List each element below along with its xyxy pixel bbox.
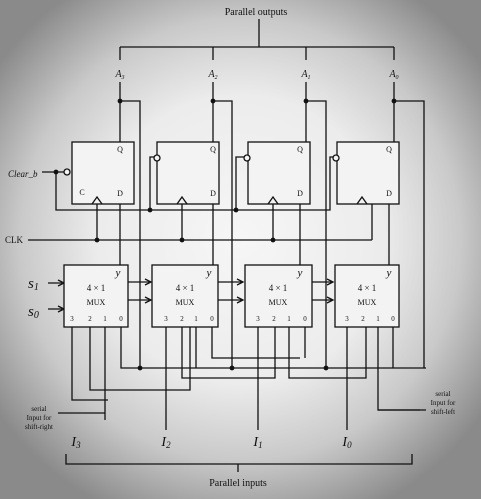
svg-text:1: 1 — [287, 315, 291, 323]
junction-dot — [323, 365, 329, 371]
ff3-c-label: C — [79, 188, 84, 197]
mux0-size-label: 4 × 1 — [358, 283, 377, 293]
output-a1-label: A1 — [300, 69, 310, 81]
flip-flop-1 — [247, 141, 311, 205]
clear-bubble — [243, 154, 251, 162]
svg-text:0: 0 — [391, 315, 395, 323]
select-wires — [48, 281, 332, 310]
clock-triangles — [91, 195, 368, 205]
clear-bubble — [153, 154, 161, 162]
junction-dot — [94, 237, 100, 243]
ff2-q-label: Q — [210, 145, 216, 154]
svg-text:Input for: Input for — [27, 414, 52, 422]
mux1-name-label: MUX — [269, 298, 288, 307]
svg-text:3: 3 — [256, 315, 260, 323]
output-wires — [119, 82, 395, 150]
inputs-bracket — [65, 454, 413, 472]
input-i2-label: I2 — [160, 435, 171, 450]
output-a0-label: A0 — [388, 69, 398, 81]
clk-label: CLK — [5, 235, 24, 245]
junction-dot — [210, 98, 216, 104]
flip-flop-2 — [156, 141, 220, 205]
svg-text:0: 0 — [119, 315, 123, 323]
mux1-size-label: 4 × 1 — [269, 283, 288, 293]
input-i0-label: I0 — [341, 435, 352, 450]
flip-flop-3 — [71, 141, 135, 205]
junction-dot — [303, 98, 309, 104]
ff1-q-label: Q — [297, 145, 303, 154]
mux2-name-label: MUX — [176, 298, 195, 307]
svg-text:2: 2 — [180, 315, 184, 323]
junction-dot — [229, 365, 235, 371]
feedback-top-wires — [120, 100, 425, 368]
svg-text:3: 3 — [70, 315, 74, 323]
output-a2-label: A2 — [207, 69, 217, 81]
junction-dot — [270, 237, 276, 243]
junction-dot — [179, 237, 185, 243]
clear-bubble — [63, 168, 71, 176]
outputs-bracket — [119, 19, 395, 60]
svg-text:2: 2 — [272, 315, 276, 323]
ff1-d-label: D — [297, 189, 303, 198]
svg-text:serial: serial — [31, 405, 46, 413]
mux0-name-label: MUX — [358, 298, 377, 307]
serial-right-label: serial Input for shift-right — [25, 405, 53, 431]
ff3-q-label: Q — [117, 145, 123, 154]
s1-label: s1 — [28, 276, 39, 293]
input-i1-label: I1 — [252, 435, 262, 450]
svg-text:Input for: Input for — [431, 399, 456, 407]
svg-text:1: 1 — [376, 315, 380, 323]
junction-dot — [53, 169, 59, 175]
mux3-name-label: MUX — [87, 298, 106, 307]
mux-pin-labels: 3 2 1 0 3 2 1 0 3 2 1 0 3 2 1 0 — [70, 315, 395, 323]
ff0-q-label: Q — [386, 145, 392, 154]
svg-text:2: 2 — [88, 315, 92, 323]
svg-text:1: 1 — [103, 315, 107, 323]
mux-2 — [151, 264, 219, 328]
clear-b-label: Clear_b — [8, 169, 38, 179]
s0-label: s0 — [28, 304, 39, 321]
mux2-size-label: 4 × 1 — [176, 283, 195, 293]
mux3-y-label: y — [115, 267, 121, 279]
ff2-d-label: D — [210, 189, 216, 198]
svg-text:3: 3 — [345, 315, 349, 323]
svg-text:2: 2 — [361, 315, 365, 323]
clear-bubble — [332, 154, 340, 162]
junction-dot — [233, 207, 239, 213]
ff3-d-label: D — [117, 189, 123, 198]
junction-dot — [147, 207, 153, 213]
svg-text:0: 0 — [303, 315, 307, 323]
junction-dot — [137, 365, 143, 371]
parallel-outputs-title: Parallel outputs — [225, 7, 288, 18]
mux3-size-label: 4 × 1 — [87, 283, 106, 293]
clk-wires — [28, 204, 373, 241]
mux-1 — [244, 264, 313, 328]
mux0-y-label: y — [386, 267, 392, 279]
flip-flop-0 — [336, 141, 400, 205]
input-i3-label: I3 — [70, 435, 81, 450]
mux-input-wires — [71, 327, 426, 430]
svg-text:serial: serial — [435, 390, 450, 398]
serial-left-label: serial Input for shift-left — [431, 390, 456, 416]
svg-text:3: 3 — [164, 315, 168, 323]
svg-text:shift-left: shift-left — [431, 408, 455, 416]
svg-text:shift-right: shift-right — [25, 423, 53, 431]
mux1-y-label: y — [297, 267, 303, 279]
mux2-y-label: y — [206, 267, 212, 279]
mux-3 — [63, 264, 129, 328]
junction-dot — [117, 98, 123, 104]
svg-text:1: 1 — [194, 315, 198, 323]
junction-dot — [391, 98, 397, 104]
mux-to-d-wires — [119, 204, 390, 265]
svg-text:0: 0 — [210, 315, 214, 323]
parallel-inputs-title: Parallel inputs — [209, 478, 267, 489]
ff0-d-label: D — [386, 189, 392, 198]
mux-0 — [334, 264, 400, 328]
output-a3-label: A3 — [114, 69, 124, 81]
